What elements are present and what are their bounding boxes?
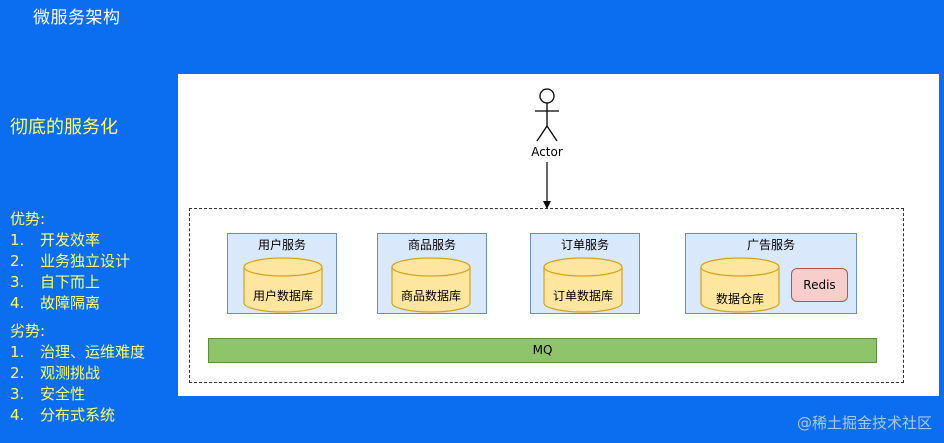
list-number: 4.: [10, 406, 25, 424]
advantages-list: 优势: 1. 开发效率 2. 业务独立设计 3. 自下而上 4. 故障隔离: [10, 209, 130, 314]
slide-title: 微服务架构: [33, 8, 121, 28]
actor-icon: [535, 88, 559, 142]
message-queue: MQ: [208, 338, 877, 363]
list-text: 观测挑战: [40, 364, 101, 382]
actor-label: Actor: [531, 145, 563, 159]
database-product: 商品数据库: [391, 257, 471, 313]
list-item: 2. 观测挑战: [10, 363, 145, 384]
disadvantages-list: 劣势: 1. 治理、运维难度 2. 观测挑战 3. 安全性 4. 分布式系统: [10, 321, 145, 426]
service-title: 广告服务: [746, 238, 795, 252]
list-item: 4. 分布式系统: [10, 405, 145, 426]
list-text: 治理、运维难度: [40, 343, 146, 361]
database-warehouse: 数据仓库: [700, 257, 780, 313]
redis-cache: Redis: [791, 268, 848, 302]
database-icon: [700, 257, 780, 313]
list-number: 3.: [10, 385, 25, 403]
list-text: 故障隔离: [40, 294, 101, 312]
database-label: 用户数据库: [252, 289, 313, 303]
list-number: 4.: [10, 294, 25, 312]
list-item: 2. 业务独立设计: [10, 251, 130, 272]
slide-subtitle: 彻底的服务化: [10, 117, 118, 138]
list-text: 分布式系统: [40, 406, 116, 424]
database-icon: [543, 257, 623, 313]
list-text: 安全性: [40, 385, 86, 403]
database-label: 订单数据库: [552, 289, 613, 303]
watermark: @稀土掘金技术社区: [796, 414, 932, 432]
advantages-heading: 优势:: [10, 210, 46, 228]
database-user: 用户数据库: [243, 257, 323, 313]
database-label: 数据仓库: [715, 292, 764, 306]
service-title: 订单服务: [560, 238, 609, 252]
database-icon: [391, 257, 471, 313]
list-text: 自下而上: [40, 273, 101, 291]
list-number: 1.: [10, 231, 25, 249]
list-item: 1. 治理、运维难度: [10, 342, 145, 363]
list-item: 3. 自下而上: [10, 272, 130, 293]
list-item: 1. 开发效率: [10, 230, 130, 251]
list-number: 2.: [10, 364, 25, 382]
list-number: 3.: [10, 273, 25, 291]
list-number: 1.: [10, 343, 25, 361]
service-title: 用户服务: [257, 238, 306, 252]
service-title: 商品服务: [407, 238, 456, 252]
request-arrow-icon: [543, 162, 551, 209]
list-text: 业务独立设计: [40, 252, 131, 270]
database-label: 商品数据库: [400, 289, 461, 303]
database-icon: [243, 257, 323, 313]
database-order: 订单数据库: [543, 257, 623, 313]
list-text: 开发效率: [40, 231, 101, 249]
disadvantages-heading: 劣势:: [10, 322, 46, 340]
system-boundary: [189, 208, 904, 383]
list-item: 4. 故障隔离: [10, 293, 130, 314]
list-item: 3. 安全性: [10, 384, 145, 405]
list-number: 2.: [10, 252, 25, 270]
